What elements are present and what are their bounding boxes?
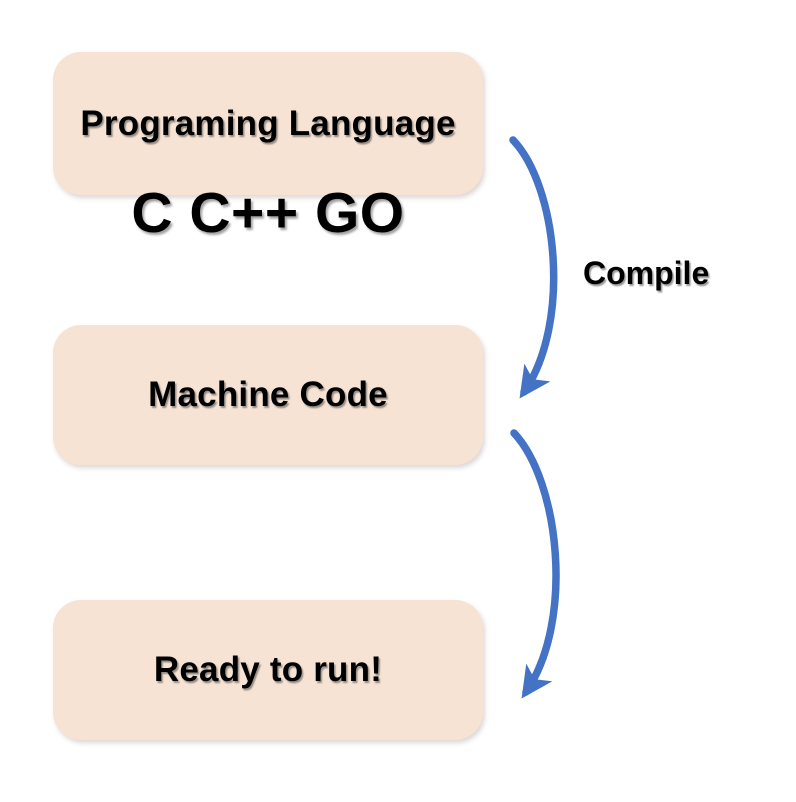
node-machine-code: Machine Code [53, 325, 483, 465]
node-programming-language-label: Programing Language [80, 103, 456, 143]
node-ready-to-run-label: Ready to run! [153, 650, 383, 689]
languages-text: C C++ GO [131, 181, 405, 245]
node-programming-language: Programing Language [53, 52, 483, 195]
compile-arrow-label: Compile [583, 255, 710, 291]
run-arrow [510, 429, 560, 699]
compile-arrow [509, 136, 558, 399]
node-ready-to-run: Ready to run! [53, 600, 483, 740]
node-machine-code-label: Machine Code [148, 375, 388, 414]
